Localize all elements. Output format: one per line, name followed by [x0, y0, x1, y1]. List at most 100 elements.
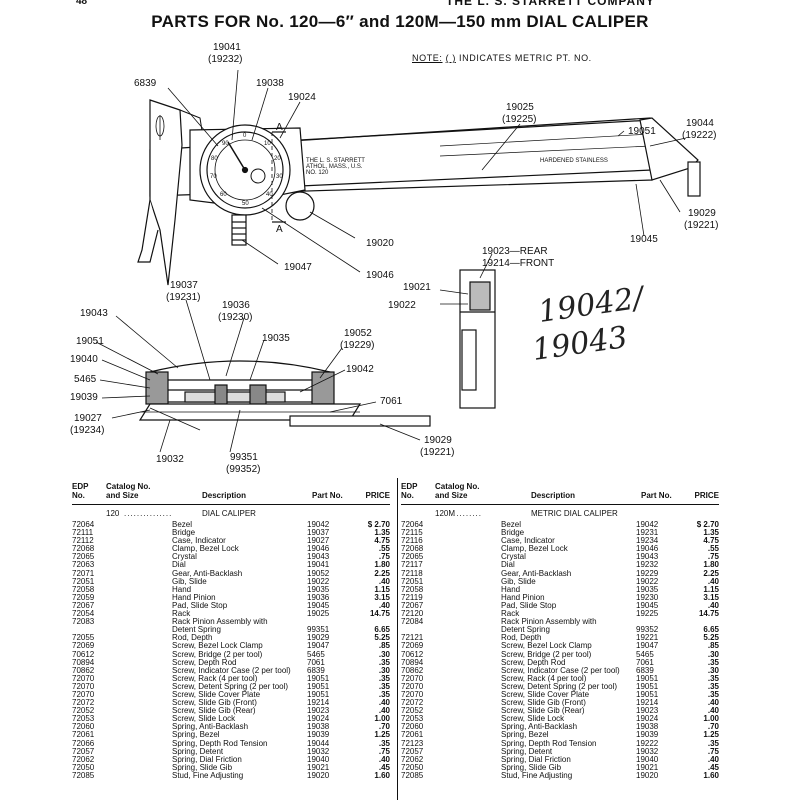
part-description: Pad, Slide Stop — [172, 600, 228, 610]
part-number: 19037 — [307, 528, 330, 538]
part-description: Spring, Dial Friction — [172, 754, 242, 764]
part-description: Screw, Bezel Lock Clamp — [501, 641, 592, 651]
part-number: 19214 — [307, 698, 330, 708]
note-paren: ( ) — [445, 53, 456, 63]
edp-number: 72053 — [401, 714, 424, 724]
part-price: .85 — [707, 641, 719, 651]
part-price: 1.35 — [703, 528, 719, 538]
part-number: 19032 — [307, 746, 330, 756]
part-price: .30 — [707, 649, 719, 659]
header-part: Part No. — [641, 491, 672, 500]
edp-number: 72072 — [401, 698, 424, 708]
svg-text:NO. 120: NO. 120 — [306, 170, 329, 176]
dial-face-text: THE L. S. STARRETT ATHOL, MASS., U.S. NO… — [306, 158, 365, 176]
callout: 19029 — [688, 208, 716, 219]
dial-number: 20 — [274, 156, 281, 162]
part-number: 19021 — [636, 762, 659, 772]
part-description: Screw, Depth Rod — [172, 657, 237, 667]
part-description: Spring, Slide Gib — [172, 762, 233, 772]
dial-number: 60 — [220, 192, 227, 198]
catalog-number: 120M — [435, 509, 456, 518]
part-description: Clamp, Bezel Lock — [172, 544, 239, 554]
header-part: Part No. — [312, 491, 343, 500]
part-number: 19222 — [636, 738, 659, 748]
part-description: Spring, Detent — [501, 746, 553, 756]
callout: (99352) — [226, 464, 260, 475]
part-number: 19038 — [307, 722, 330, 732]
edp-number: 72067 — [401, 600, 424, 610]
edp-number: 72085 — [401, 770, 424, 780]
edp-number: 70894 — [72, 657, 95, 667]
edp-number: 72070 — [401, 673, 424, 683]
part-number: 19035 — [307, 584, 330, 594]
edp-number: 72117 — [401, 560, 423, 570]
part-price: .30 — [707, 665, 719, 675]
header-price: PRICE — [365, 491, 390, 500]
part-description: Screw, Indicator Case (2 per tool) — [172, 665, 291, 675]
page-title: PARTS FOR No. 120—6″ and 120M—150 mm DIA… — [151, 12, 649, 31]
part-description: Spring, Bezel — [172, 730, 220, 740]
edp-number: 72068 — [72, 544, 95, 554]
part-price: .35 — [707, 673, 719, 683]
beam-engraving: HARDENED STAINLESS — [540, 158, 608, 164]
section-mark: A — [276, 224, 283, 235]
part-description: Bridge — [501, 528, 525, 538]
part-description: Screw, Slide Gib (Front) — [172, 698, 257, 708]
part-price: .70 — [378, 722, 390, 732]
edp-number: 72063 — [72, 560, 95, 570]
callout: 19051 — [628, 126, 656, 137]
part-price: 2.25 — [703, 568, 719, 578]
part-number: 19042 — [307, 520, 330, 529]
callout: 19021 — [403, 282, 431, 293]
part-description: Screw, Slide Gib (Front) — [501, 698, 586, 708]
part-description: Gear, Anti-Backlash — [172, 568, 243, 578]
part-description: Hand — [501, 584, 521, 594]
edp-number: 72068 — [401, 544, 424, 554]
part-price: .85 — [378, 641, 390, 651]
part-price: 4.75 — [703, 536, 719, 546]
table-header: EDP No. Catalog No. and Size Description… — [401, 478, 719, 505]
section-mark: A — [276, 122, 283, 133]
part-description: Spring, Depth Rod Tension — [172, 738, 268, 748]
column-divider — [397, 478, 398, 800]
callout: 19025 — [506, 102, 534, 113]
callout: 19024 — [288, 92, 316, 103]
part-price: 14.75 — [698, 609, 719, 619]
part-price: 3.15 — [374, 592, 390, 602]
callout: 6839 — [134, 78, 157, 89]
part-price: 1.25 — [703, 730, 719, 740]
caliper-diagram: 0 10 20 30 40 50 60 70 80 90 THE L. S. S… — [70, 42, 718, 475]
part-price: .35 — [378, 657, 390, 667]
part-description: Spring, Bezel — [501, 730, 549, 740]
part-number: 19032 — [636, 746, 659, 756]
part-description: Dial — [172, 560, 186, 570]
callout: 19035 — [262, 333, 290, 344]
edp-number: 72064 — [72, 520, 95, 529]
edp-number: 72120 — [401, 609, 424, 619]
part-price: .40 — [378, 600, 390, 610]
part-number: 19022 — [307, 576, 330, 586]
callout: (19232) — [208, 54, 242, 65]
part-description: Screw, Detent Spring (2 per tool) — [172, 681, 289, 691]
edp-number: 72070 — [72, 681, 95, 691]
part-number: 19039 — [636, 730, 659, 740]
callout: 19022 — [388, 300, 416, 311]
part-price: 1.15 — [374, 584, 390, 594]
edp-number: 72065 — [72, 552, 95, 562]
part-price: 6.65 — [703, 625, 719, 635]
part-description: Screw, Slide Gib (Rear) — [501, 706, 585, 716]
part-number: 19024 — [636, 714, 659, 724]
dial-number: 80 — [211, 156, 218, 162]
